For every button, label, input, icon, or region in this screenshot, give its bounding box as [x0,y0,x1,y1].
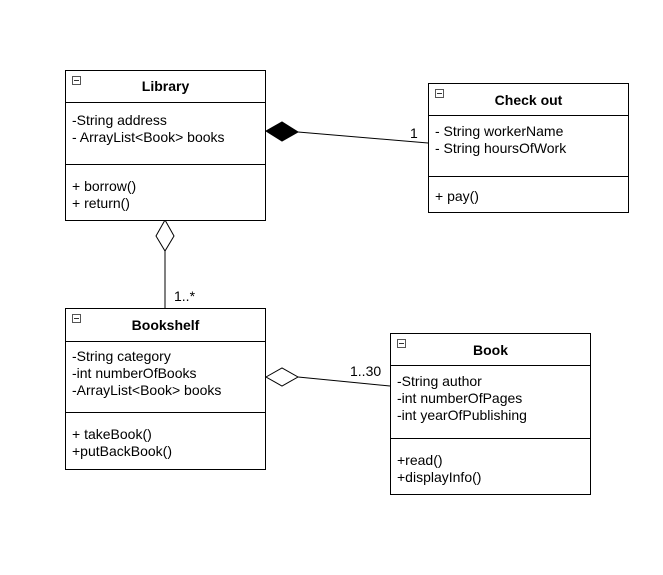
class-book-header: Book [391,334,590,366]
operation: +putBackBook() [72,443,172,459]
attributes-section: - String workerName - String hoursOfWork [429,116,628,177]
class-name: Bookshelf [131,317,200,333]
class-library-header: Library [66,71,265,103]
aggregation-diamond-icon-library [155,218,175,252]
class-bookshelf[interactable]: Bookshelf -String category -int numberOf… [65,308,266,470]
attribute: - ArrayList<Book> books [72,129,225,145]
composition-line-library-checkout [297,131,429,144]
operations-section: +read() +displayInfo() [391,439,590,490]
operation: + pay() [435,188,479,204]
attributes-section: -String category -int numberOfBooks -Arr… [66,342,265,413]
class-checkout[interactable]: Check out - String workerName - String h… [428,83,629,213]
aggregation-diamond-icon-bookshelf [264,367,300,387]
multiplicity-bookshelf-book: 1..30 [350,363,382,379]
operations-section: + borrow() + return() [66,165,265,216]
class-name: Book [473,342,508,358]
operations-section: + pay() [429,177,628,209]
operation: +displayInfo() [397,469,482,485]
operation: + borrow() [72,178,137,194]
composition-diamond-icon [265,121,299,142]
attributes-section: -String author -int numberOfPages -int y… [391,366,590,439]
multiplicity-library-bookshelf: 1..* [174,288,196,304]
class-name: Check out [494,92,563,108]
class-checkout-header: Check out [429,84,628,116]
attribute: -int yearOfPublishing [397,407,527,423]
collapse-icon[interactable] [72,314,81,323]
attributes-section: -String address - ArrayList<Book> books [66,103,265,165]
attribute: - String hoursOfWork [435,140,567,156]
class-book[interactable]: Book -String author -int numberOfPages -… [390,333,591,495]
collapse-icon[interactable] [397,339,406,348]
attribute: -String author [397,373,482,389]
attribute: - String workerName [435,123,564,139]
operations-section: + takeBook() +putBackBook() [66,413,265,464]
operation: + return() [72,195,130,211]
collapse-icon[interactable] [435,89,444,98]
class-library[interactable]: Library -String address - ArrayList<Book… [65,70,266,221]
class-bookshelf-header: Bookshelf [66,309,265,342]
attribute: -ArrayList<Book> books [72,382,222,398]
attribute: -String address [72,112,167,128]
multiplicity-library-checkout: 1 [410,125,418,141]
operation: +read() [397,452,443,468]
class-name: Library [141,78,190,94]
operation: + takeBook() [72,426,152,442]
attribute: -String category [72,348,171,364]
attribute: -int numberOfBooks [72,365,197,381]
attribute: -int numberOfPages [397,390,523,406]
collapse-icon[interactable] [72,76,81,85]
aggregation-line-bookshelf-book [297,376,391,387]
